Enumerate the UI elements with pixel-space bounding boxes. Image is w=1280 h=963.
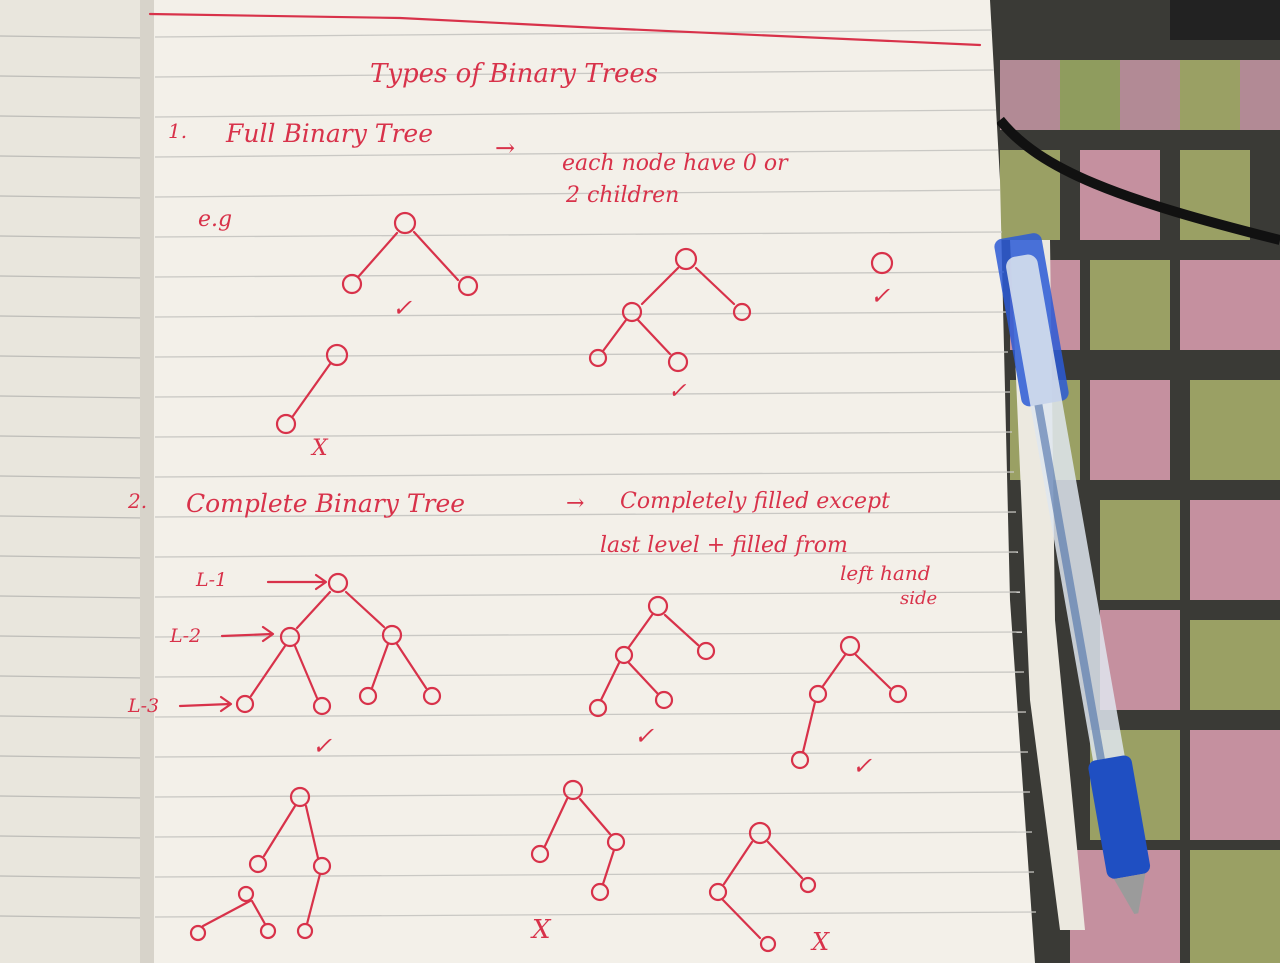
check-mark-icon: ✓ — [668, 379, 687, 404]
section1-definition-line1: each node have 0 or — [562, 151, 789, 176]
check-mark-icon: ✓ — [870, 282, 890, 310]
not-complete-tree-example-3 — [708, 821, 817, 953]
example-label: e.g — [198, 207, 232, 232]
not-complete-tree-example-1 — [189, 786, 332, 942]
full-tree-example-2 — [588, 247, 752, 373]
complete-tree-example-1 — [235, 572, 442, 716]
cross-mark-icon: X — [310, 436, 329, 461]
cross-mark-icon: X — [530, 915, 552, 945]
ballpoint-pen — [994, 233, 1151, 914]
level-arrows — [178, 573, 328, 713]
level-label-3: L-3 — [127, 695, 159, 717]
check-mark-icon: ✓ — [634, 722, 654, 750]
section1-title: Full Binary Tree — [225, 119, 433, 148]
handwritten-notes: Types of Binary Trees 1. Full Binary Tre… — [127, 59, 937, 717]
not-complete-tree-example-2 — [530, 779, 626, 902]
level-label-2: L-2 — [169, 625, 201, 647]
full-tree-example-3 — [870, 251, 894, 275]
side-paper — [1010, 240, 1085, 930]
not-full-tree-example — [275, 343, 349, 435]
check-mark-icon: ✓ — [392, 294, 412, 322]
section1-number: 1. — [168, 119, 187, 143]
check-mark-icon: ✓ — [852, 752, 872, 780]
check-mark-icon: ✓ — [312, 732, 332, 760]
section1-definition-line2: 2 children — [565, 183, 679, 208]
level-label-1: L-1 — [195, 569, 227, 591]
full-tree-example-1 — [341, 211, 479, 297]
section2-definition-line1: Completely filled except — [620, 489, 890, 514]
section1-arrow: → — [495, 134, 515, 162]
cross-mark-icon: X — [810, 928, 830, 956]
section2-definition-line3: left hand — [840, 561, 931, 585]
complete-tree-example-2 — [588, 595, 716, 718]
marks: ✓ ✓ ✓ X ✓ ✓ ✓ X X — [310, 282, 890, 956]
section2-arrow: → — [566, 491, 584, 516]
section2-definition-line2: last level + filled from — [600, 533, 848, 558]
cable — [996, 116, 1280, 245]
section2-number: 2. — [127, 489, 147, 513]
section2-title: Complete Binary Tree — [186, 489, 465, 518]
complete-tree-example-3 — [790, 635, 908, 770]
section2-definition-line4: side — [900, 588, 937, 609]
left-page — [0, 0, 150, 963]
page-heading: Types of Binary Trees — [370, 59, 658, 89]
